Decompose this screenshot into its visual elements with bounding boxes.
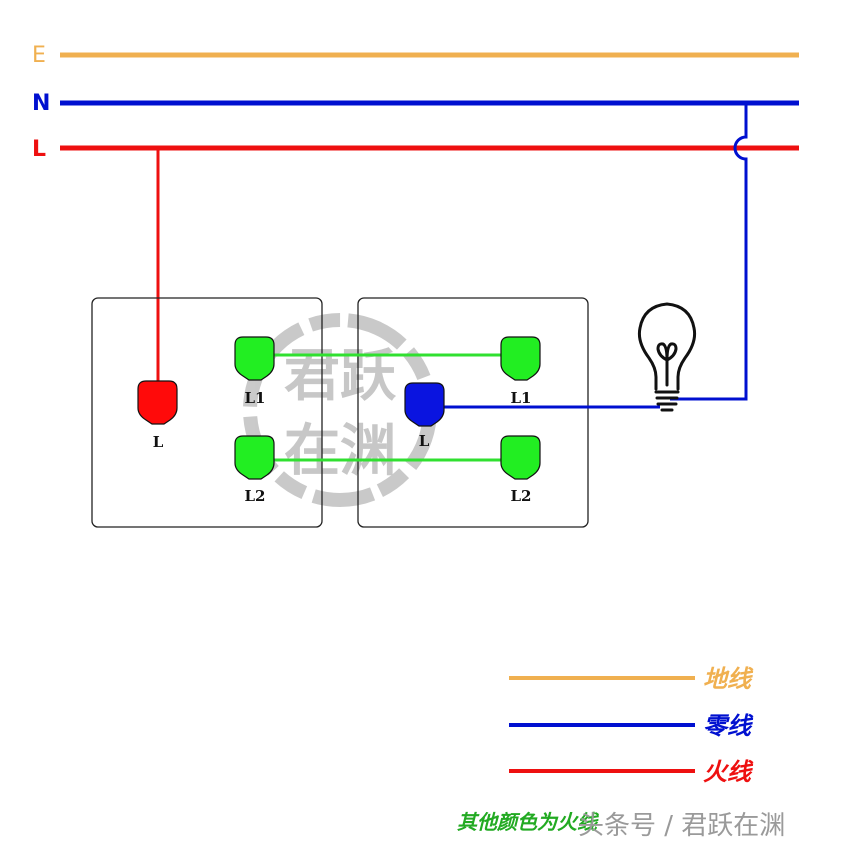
- legend-label-earth: 地线: [703, 664, 754, 693]
- switch-2-label-l2: L2: [511, 487, 532, 505]
- switch-2-label-l: L: [419, 432, 430, 450]
- light-bulb-icon: [637, 302, 697, 412]
- switch-2-label-l1: L1: [511, 389, 532, 407]
- switch-1-terminal-l: [137, 380, 178, 425]
- neutral-return-wire: [670, 103, 748, 401]
- watermark-colored-text: 其他颜色为火线: [457, 810, 600, 834]
- legend-label-live: 火线: [703, 757, 754, 786]
- switch-1-label-l2: L2: [245, 487, 266, 505]
- bus-label-earth: E: [32, 43, 46, 68]
- switch-2-terminal-l1: [500, 336, 541, 381]
- switch-1-terminal-l2: [234, 435, 275, 480]
- switch-2-terminal-l2: [500, 435, 541, 480]
- switch-1-label-l: L: [153, 433, 164, 451]
- switch-2-plate: [357, 297, 589, 528]
- bus-label-neutral: N: [32, 91, 50, 116]
- source-watermark: 其他颜色为火线 头条号 / 君跃在渊: [457, 810, 785, 841]
- stamp-watermark: 君跃 在渊: [243, 313, 437, 507]
- switch-1-terminal-l1: [234, 336, 275, 381]
- legend-label-neutral: 零线: [703, 711, 754, 740]
- switch-1-plate: [91, 297, 323, 528]
- bus-label-live: L: [32, 137, 46, 162]
- stamp-text-bottom: 在渊: [284, 418, 396, 484]
- watermark-source-text: 头条号 / 君跃在渊: [578, 811, 785, 841]
- legend: 地线 零线 火线: [509, 664, 754, 786]
- switch-1-label-l1: L1: [245, 389, 266, 407]
- switch-2-terminal-l: [404, 382, 445, 427]
- stamp-text-top: 君跃: [284, 343, 397, 409]
